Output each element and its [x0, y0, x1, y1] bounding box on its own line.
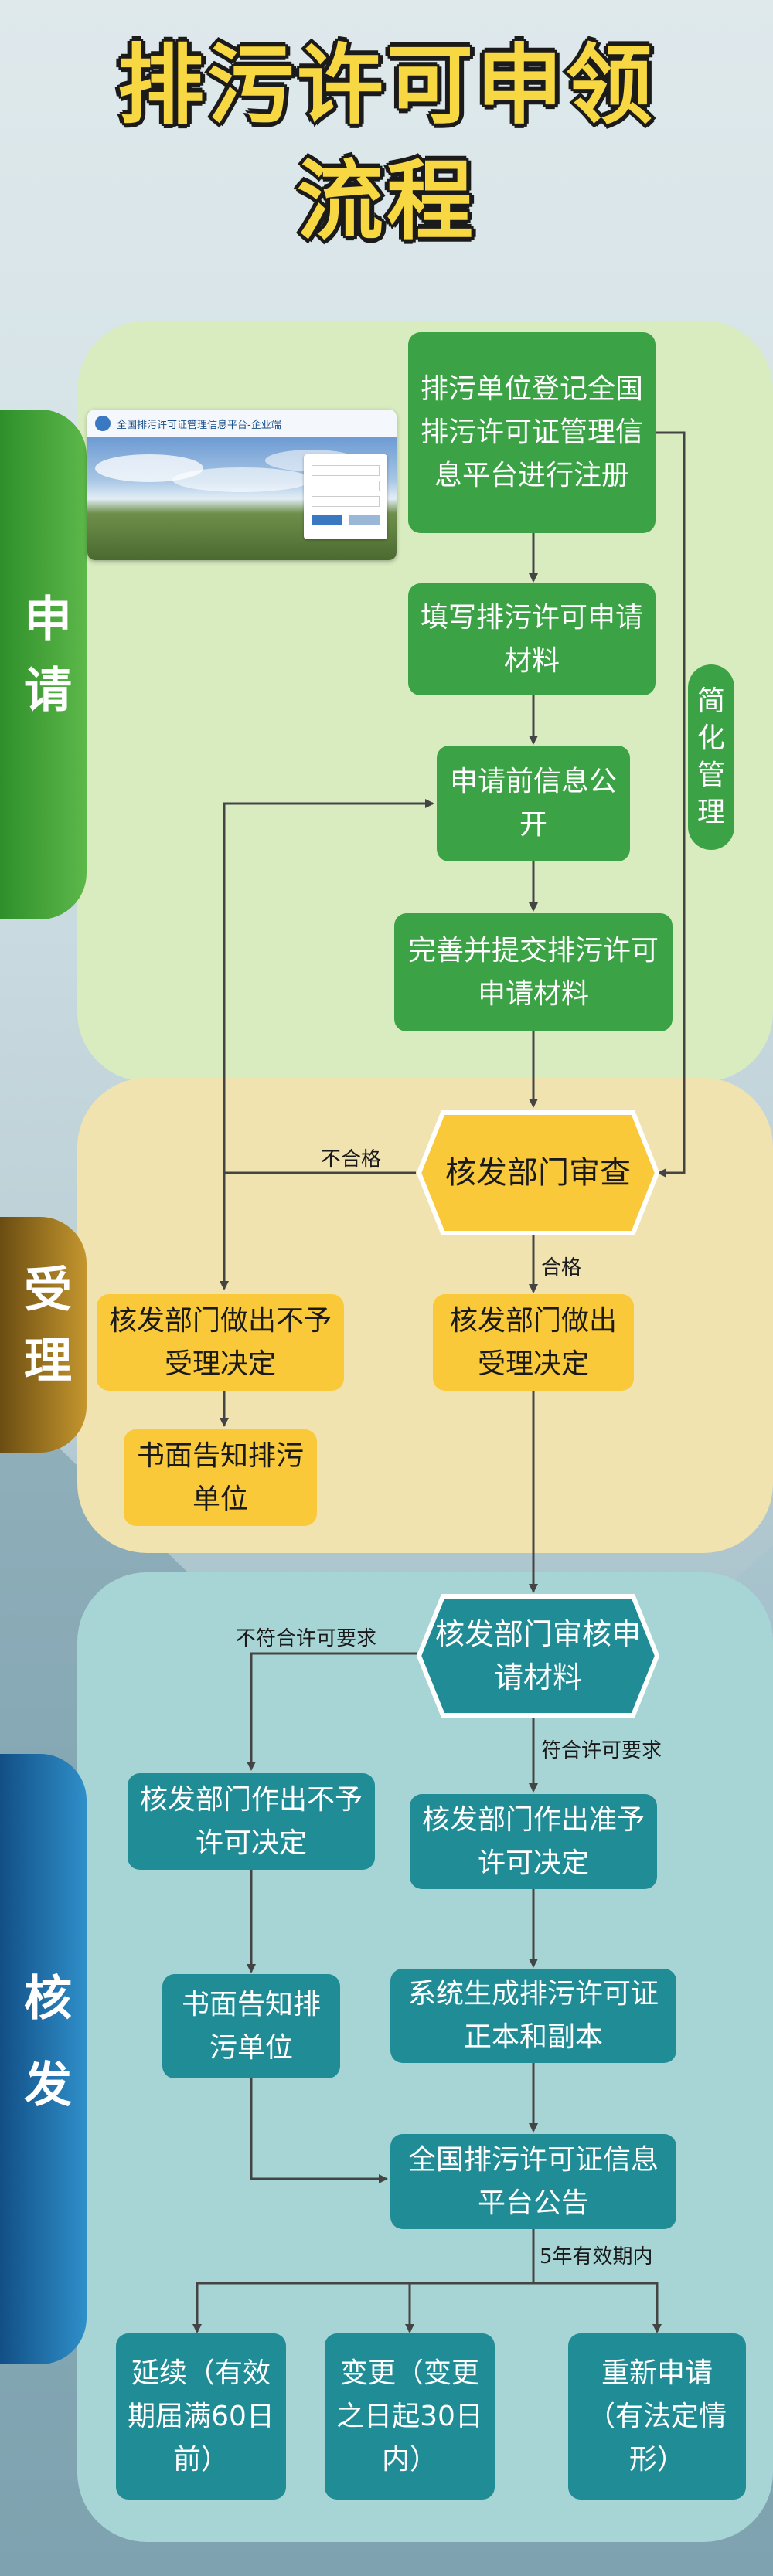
node-simplified: 简化管理 [688, 664, 734, 850]
username-input[interactable] [312, 465, 380, 476]
login-form [304, 454, 387, 539]
screenshot-header-text: 全国排污许可证管理信息平台-企业端 [117, 419, 281, 431]
node-notify2: 书面告知排污单位 [162, 1974, 340, 2078]
node-deny: 核发部门作出不予许可决定 [128, 1773, 375, 1870]
node-extend: 延续（有效期届满60日前） [116, 2333, 286, 2500]
page-title-line1: 排污许可申领 [117, 36, 656, 136]
node-accept: 核发部门做出受理决定 [433, 1294, 634, 1391]
section-tab-accept-label: 受理 [15, 1263, 72, 1406]
label-comply: 符合许可要求 [541, 1739, 662, 1762]
node-audit-shape [416, 1594, 660, 1718]
node-audit: 核发部门审核申请材料 [434, 1617, 641, 1694]
node-publish: 全国排污许可证信息平台公告 [390, 2134, 676, 2229]
node-reapply: 重新申请（有法定情形） [568, 2333, 746, 2500]
register-button[interactable] [349, 515, 380, 525]
node-notify1: 书面告知排污单位 [124, 1429, 317, 1526]
landscape-image [87, 437, 397, 560]
label-pass: 合格 [541, 1256, 582, 1280]
node-review: 核发部门审查 [445, 1155, 631, 1191]
node-fill: 填写排污许可申请材料 [408, 583, 656, 695]
node-register: 排污单位登记全国排污许可证管理信息平台进行注册 [408, 332, 656, 533]
section-tab-issue-label: 核发 [15, 1973, 72, 2146]
label-validity: 5年有效期内 [540, 2245, 653, 2268]
platform-screenshot: 全国排污许可证管理信息平台-企业端 [87, 410, 397, 560]
captcha-input[interactable] [312, 496, 380, 507]
node-reject-accept: 核发部门做出不予受理决定 [97, 1294, 344, 1391]
section-tab-apply: 申请 [0, 410, 87, 919]
node-change: 变更（变更之日起30日内） [325, 2333, 495, 2500]
node-grant: 核发部门作出准予许可决定 [410, 1794, 657, 1889]
page-title-line2: 流程 [297, 151, 476, 252]
node-generate: 系统生成排污许可证正本和副本 [390, 1969, 676, 2063]
label-noncomply: 不符合许可要求 [236, 1627, 377, 1650]
node-disclose: 申请前信息公开 [437, 746, 630, 861]
password-input[interactable] [312, 481, 380, 491]
login-button[interactable] [312, 515, 342, 525]
node-review-shape [416, 1110, 660, 1235]
emblem-icon [95, 416, 111, 431]
section-tab-apply-label: 申请 [15, 593, 72, 736]
screenshot-header: 全国排污许可证管理信息平台-企业端 [87, 410, 397, 437]
node-submit: 完善并提交排污许可申请材料 [394, 913, 673, 1031]
section-tab-issue: 核发 [0, 1754, 87, 2364]
label-fail: 不合格 [321, 1148, 382, 1171]
section-tab-accept: 受理 [0, 1217, 87, 1453]
